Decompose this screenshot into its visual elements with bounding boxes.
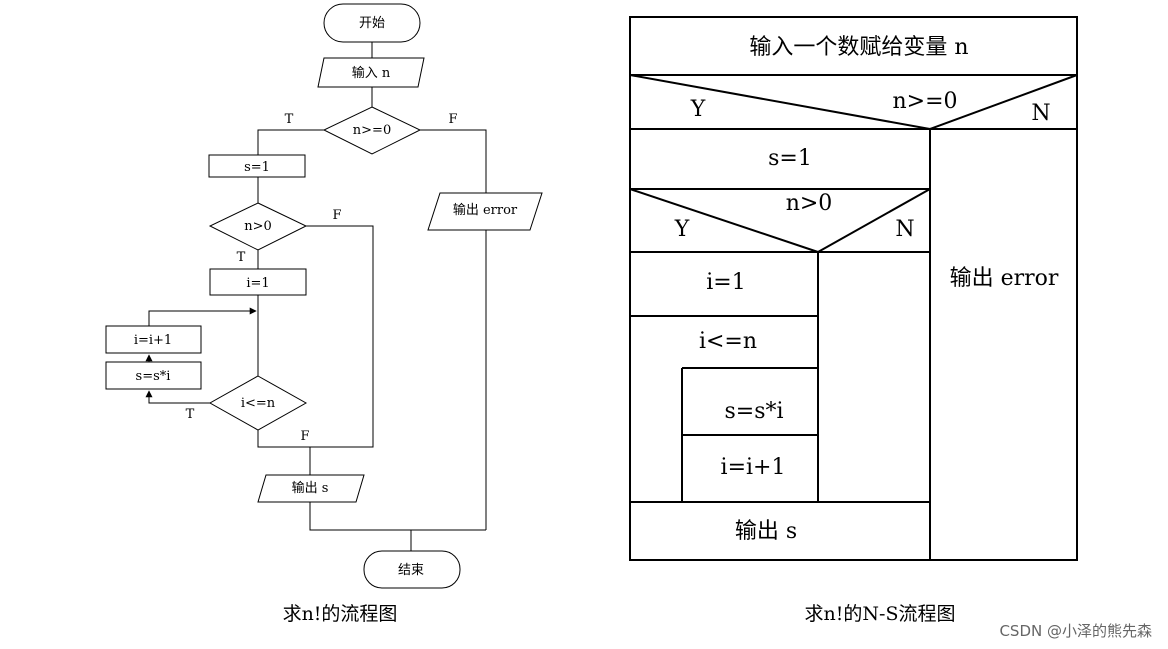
i-inc-node — [105, 325, 202, 354]
cond2-false-label: F — [332, 208, 341, 223]
s-init-node — [208, 154, 306, 178]
ns-s-mul-label: s=s*i — [724, 399, 783, 424]
ns-i-init-label: i=1 — [706, 270, 745, 295]
ns-cond1-label: n>=0 — [892, 89, 957, 114]
ns-output-s-label: 输出 s — [735, 519, 797, 544]
output-error-label: 输出 error — [453, 202, 518, 218]
end-terminal — [363, 550, 461, 589]
cond-n-gt-0-diamond — [208, 202, 308, 251]
ns-chart: 输入一个数赋给变量 n n>=0 Y N s=1 n>0 Y N i=1 i<=… — [629, 16, 1078, 625]
cond3-false-label: F — [300, 429, 309, 444]
output-s-label: 输出 s — [292, 480, 329, 496]
ns-i-inc-label: i=i+1 — [721, 455, 786, 480]
ns-cond1-yes-label: Y — [690, 97, 706, 122]
flowchart: 开始 输入 n n>=0 T F s=1 输出 error n>0 T F i=… — [105, 3, 543, 625]
ns-cond2-label: n>0 — [786, 191, 833, 216]
end-label: 结束 — [398, 563, 424, 578]
s-mul-label: s=s*i — [136, 369, 171, 384]
flowchart-connectors — [145, 42, 487, 551]
output-s-node — [257, 474, 365, 503]
cond-n-ge-0-label: n>=0 — [353, 123, 391, 138]
cond-i-le-n-label: i<=n — [241, 396, 276, 411]
ns-chart-caption: 求n!的N-S流程图 — [805, 603, 956, 625]
cond-i-le-n-diamond — [208, 375, 308, 431]
i-inc-label: i=i+1 — [134, 333, 172, 348]
input-n-node — [317, 57, 425, 88]
cond-n-gt-0-label: n>0 — [244, 219, 272, 234]
ns-frame — [629, 16, 1078, 561]
ns-cond1-no-label: N — [1031, 101, 1050, 126]
i-init-label: i=1 — [246, 276, 269, 291]
ns-output-error-label: 输出 error — [950, 266, 1059, 291]
start-label: 开始 — [359, 16, 385, 31]
start-terminal — [323, 3, 421, 43]
cond2-true-label: T — [237, 250, 246, 265]
i-init-node — [209, 268, 307, 296]
ns-cond2-no-label: N — [895, 217, 914, 242]
ns-loop-cond-label: i<=n — [699, 329, 757, 354]
cond-n-ge-0-diamond — [322, 106, 422, 155]
input-n-label: 输入 n — [352, 65, 391, 81]
cond1-false-label: F — [448, 112, 457, 127]
ns-cond2-yes-label: Y — [674, 217, 690, 242]
cond1-true-label: T — [285, 112, 294, 127]
output-error-node — [427, 192, 543, 231]
flowchart-caption: 求n!的流程图 — [283, 603, 398, 625]
s-mul-node — [105, 361, 202, 390]
s-init-label: s=1 — [244, 160, 270, 175]
ns-s-init-label: s=1 — [768, 146, 812, 171]
ns-input-label: 输入一个数赋给变量 n — [749, 35, 968, 60]
cond3-true-label: T — [186, 407, 195, 422]
watermark: CSDN @小泽的熊先森 — [999, 622, 1152, 640]
